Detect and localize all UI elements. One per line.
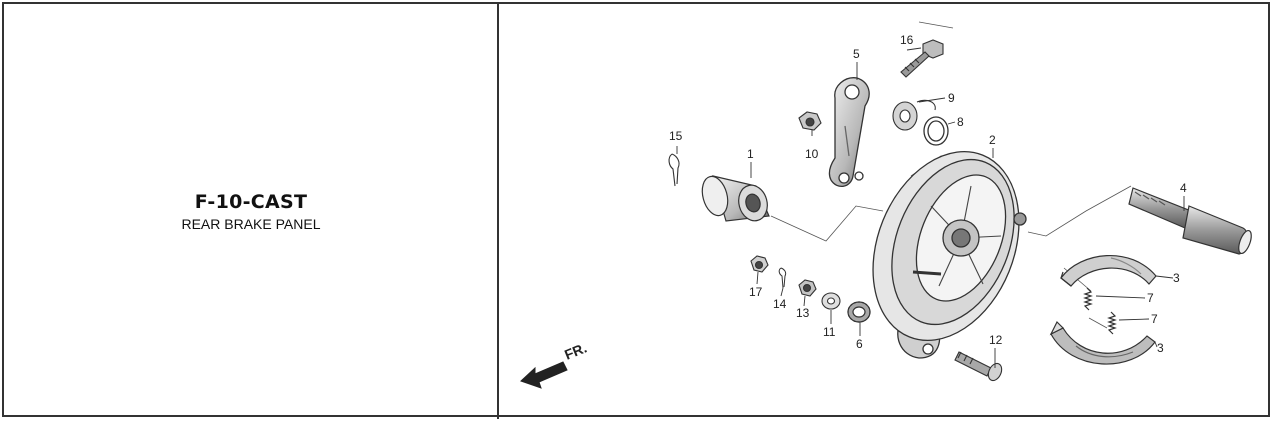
- part-washer-9: [892, 99, 936, 131]
- label-part-16: 16: [900, 33, 914, 47]
- front-direction-arrow: FR.: [520, 339, 589, 389]
- outer-frame: [2, 2, 1270, 417]
- label-part-7-upper: 7: [1147, 291, 1154, 305]
- part-cotter-pin-14: [778, 267, 787, 289]
- label-part-7-lower: 7: [1151, 312, 1158, 326]
- panel-divider: [497, 4, 499, 419]
- label-part-12: 12: [989, 333, 1003, 347]
- part-brake-shoe-upper: [1060, 255, 1157, 287]
- label-part-13: 13: [796, 306, 810, 320]
- direction-label: FR.: [562, 339, 589, 362]
- label-part-2: 2: [989, 133, 996, 147]
- label-part-8: 8: [957, 115, 964, 129]
- part-nut-17: [750, 255, 769, 273]
- diagram-code: F-10-CAST: [194, 191, 308, 213]
- part-brake-cam: [1128, 187, 1252, 255]
- label-part-15: 15: [669, 129, 683, 143]
- diagram-title: REAR BRAKE PANEL: [181, 216, 321, 232]
- part-number-labels: 1 2 3 3 4 5 6 7 7 8 9 10 11 12 13 14 15 …: [669, 33, 1187, 355]
- label-part-1: 1: [747, 147, 754, 161]
- part-nut-13: [798, 279, 817, 297]
- title-panel: F-10-CAST REAR BRAKE PANEL: [4, 4, 498, 419]
- part-brake-arm: [828, 77, 870, 187]
- label-part-4: 4: [1180, 181, 1187, 195]
- part-oring-8: [923, 116, 949, 146]
- part-springs: [1083, 287, 1117, 335]
- label-part-9: 9: [948, 91, 955, 105]
- part-brake-shoe-lower: [1049, 320, 1156, 365]
- part-brake-panel: [872, 150, 1027, 359]
- label-part-6: 6: [856, 337, 863, 351]
- label-part-10: 10: [805, 147, 819, 161]
- parts-diagram-svg: FR. 1 2 3 3 4 5 6 7 7 8 9 10 11: [520, 21, 1252, 389]
- part-washer-11: [821, 292, 841, 310]
- part-bolt-12: [954, 351, 1003, 382]
- label-part-3-lower: 3: [1157, 341, 1164, 355]
- part-cotter-pin-15: [668, 153, 680, 187]
- callout-leaders: [676, 47, 1185, 368]
- label-part-3-upper: 3: [1173, 271, 1180, 285]
- label-part-14: 14: [773, 297, 787, 311]
- label-part-11: 11: [823, 325, 836, 339]
- label-part-17: 17: [749, 285, 763, 299]
- part-nut-10: [798, 111, 822, 131]
- part-collar: [701, 175, 770, 222]
- label-part-5: 5: [853, 47, 860, 61]
- part-seal-6: [847, 301, 871, 323]
- parts-diagram: FR. 1 2 3 3 4 5 6 7 7 8 9 10 11: [501, 6, 1267, 416]
- part-bolt-16: [900, 39, 944, 78]
